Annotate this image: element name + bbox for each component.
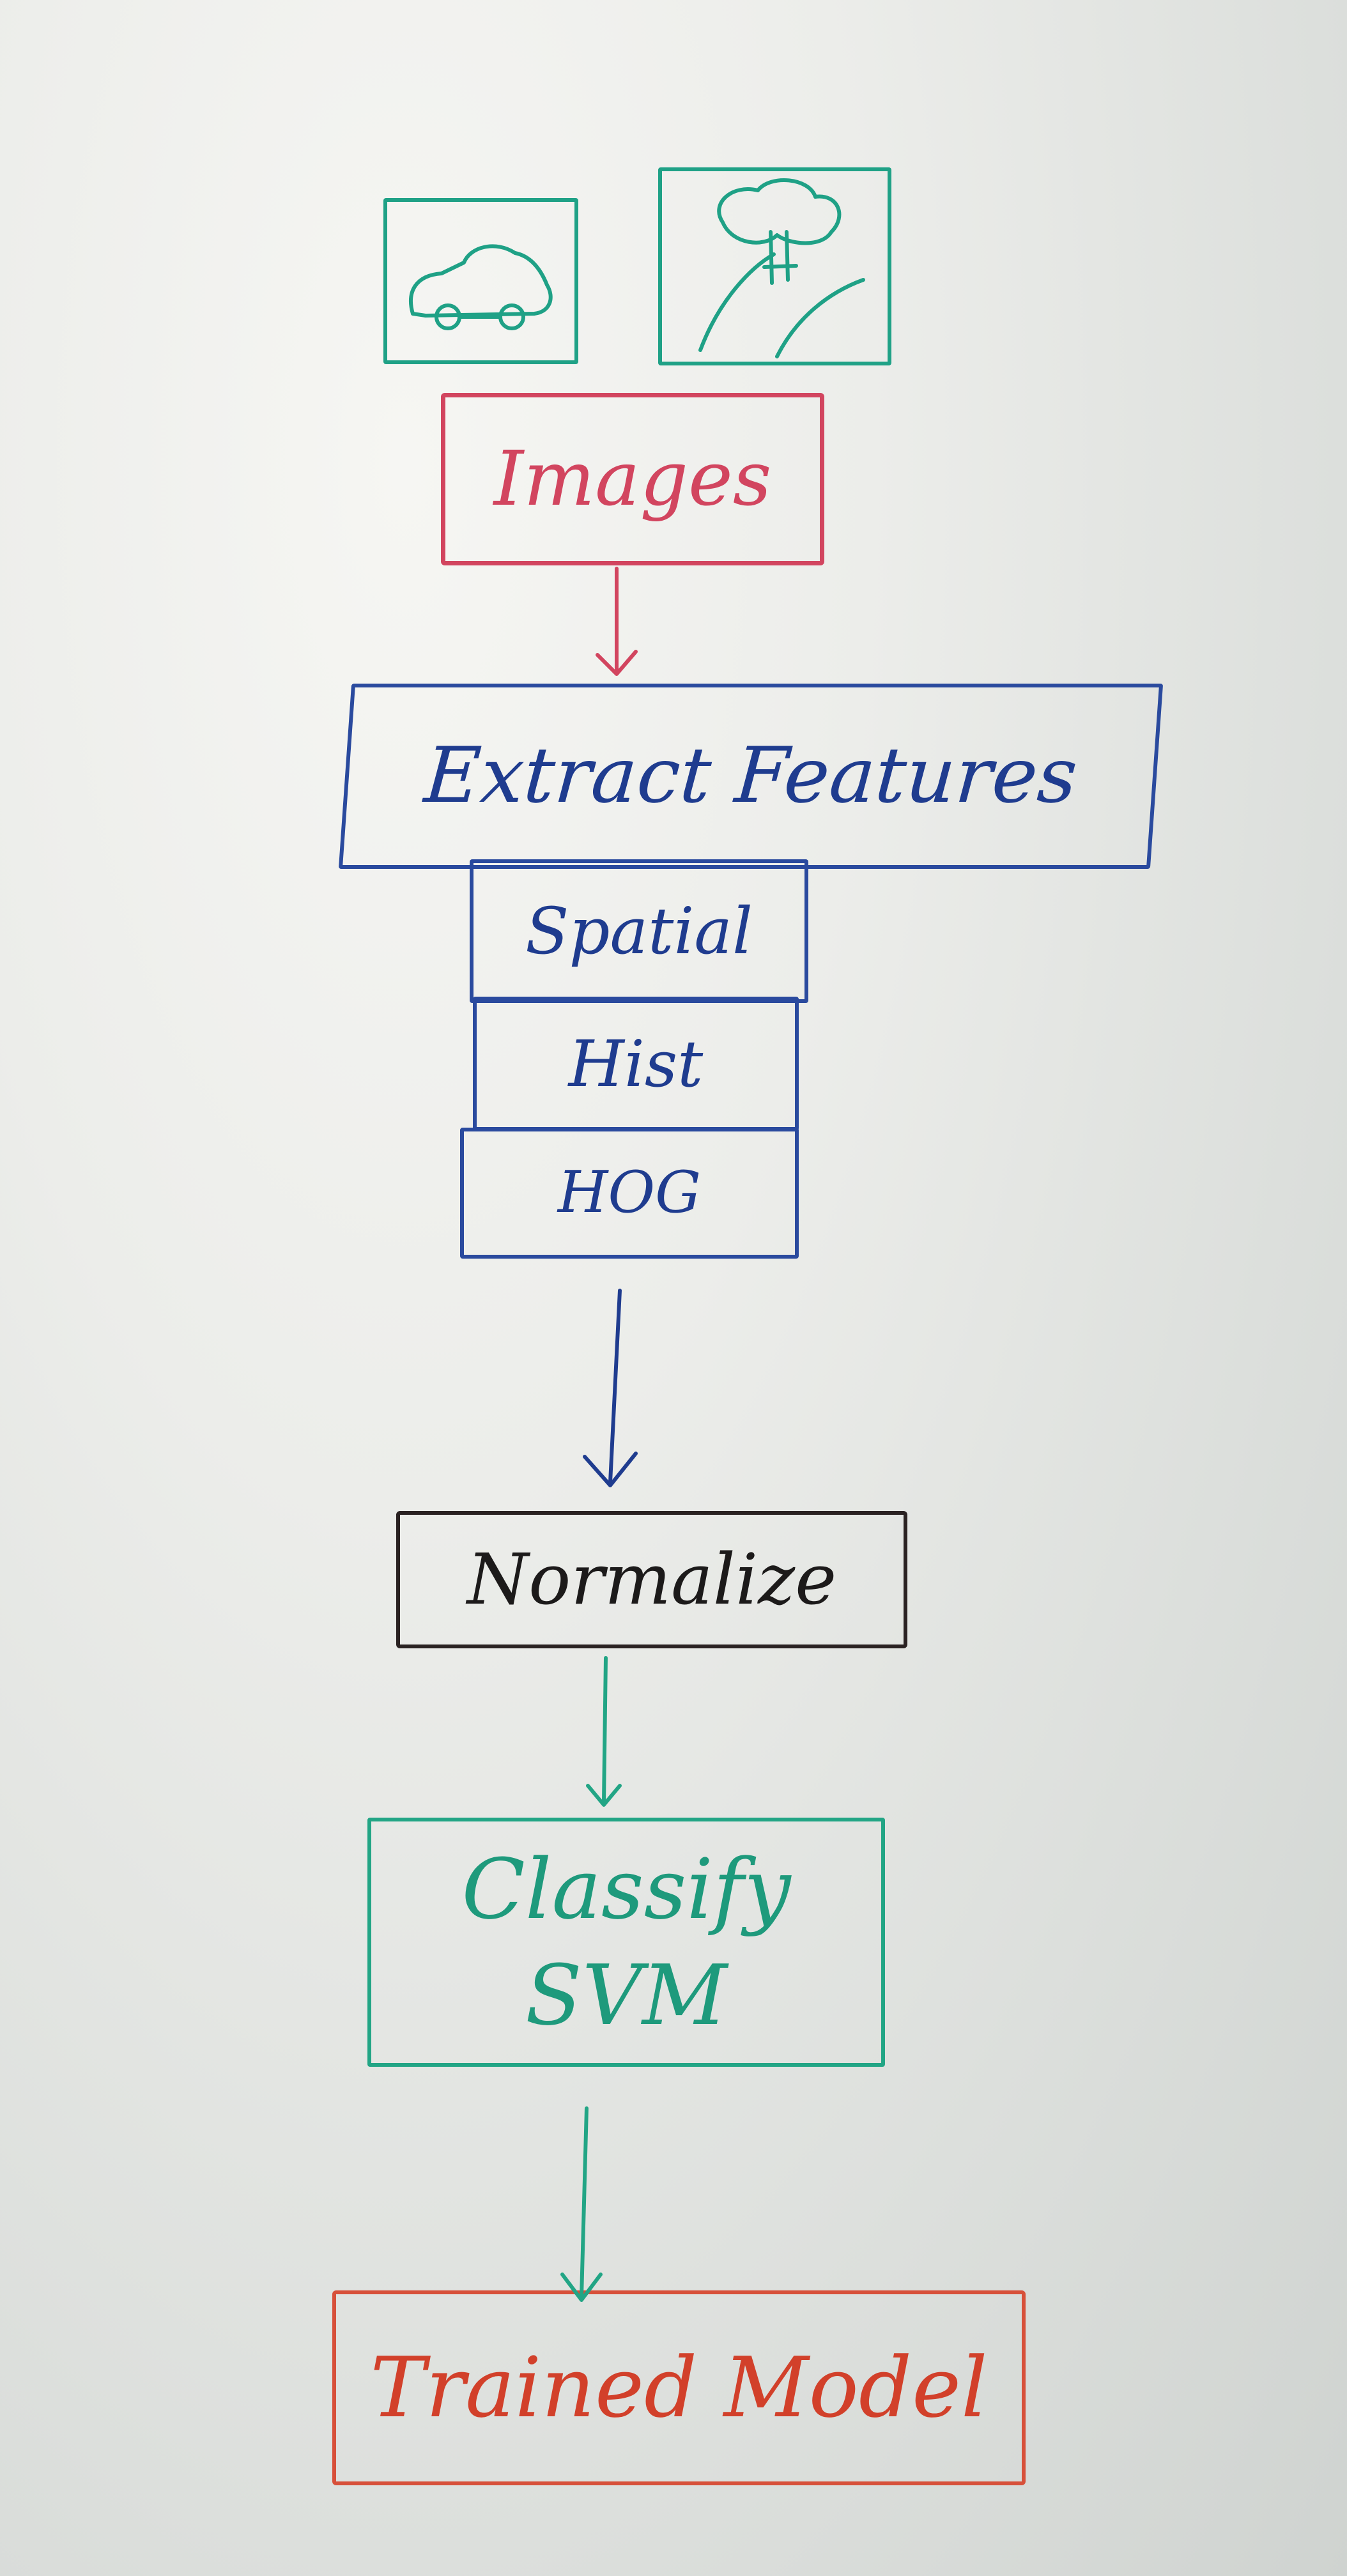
tree-road-icon [698, 178, 865, 358]
arrow-images-to-extract [596, 567, 638, 676]
trained-model-box: Trained Model [332, 2290, 1026, 2485]
tree-road-thumbnail [658, 167, 891, 365]
arrow-normalize-to-classify [586, 1656, 622, 1807]
normalize-box: Normalize [396, 1511, 907, 1648]
hog-label: HOG [557, 1159, 702, 1227]
classify-svm-box: Classify SVM [367, 1818, 885, 2067]
trained-model-label: Trained Model [370, 2339, 988, 2437]
spatial-label: Spatial [525, 894, 753, 969]
spatial-box: Spatial [470, 859, 808, 1003]
car-thumbnail [383, 198, 578, 364]
images-label: Images [493, 434, 772, 523]
arrow-hog-to-normalize [583, 1289, 638, 1487]
hist-label: Hist [568, 1026, 704, 1101]
normalize-label: Normalize [466, 1538, 837, 1620]
classify-label: Classify [461, 1840, 791, 1938]
svm-label: SVM [525, 1947, 728, 2044]
car-icon [409, 244, 553, 330]
hog-box: HOG [460, 1128, 799, 1259]
arrow-classify-to-trained-model [560, 2106, 603, 2302]
images-box: Images [441, 393, 824, 565]
